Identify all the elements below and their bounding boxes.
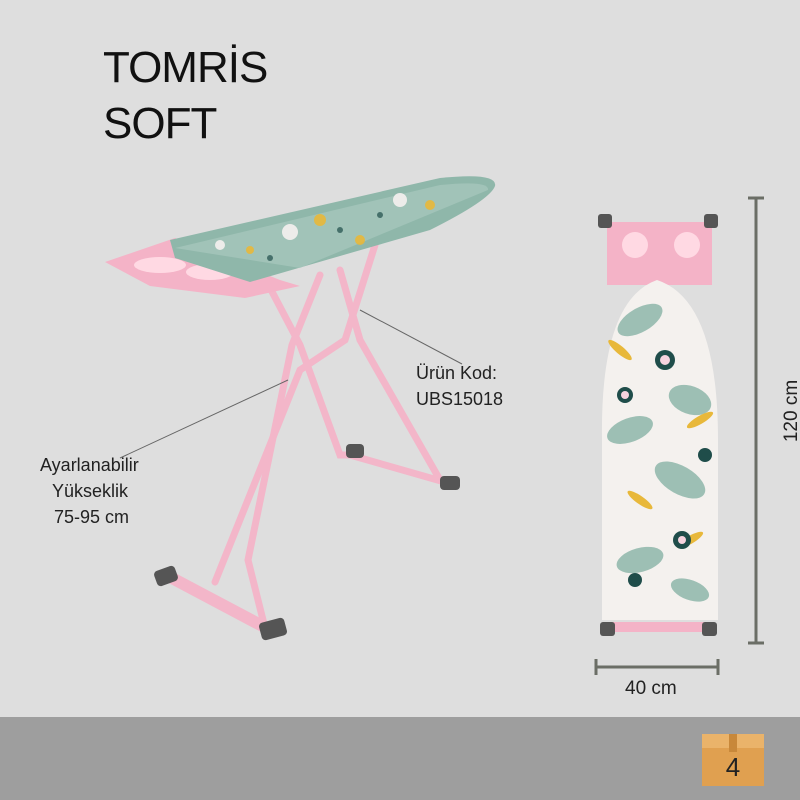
ironing-board-top-view xyxy=(598,214,718,636)
product-title-line2: SOFT xyxy=(103,99,217,148)
product-code-label: Ürün Kod: xyxy=(416,363,498,383)
adjustable-height-line2: Yükseklik xyxy=(52,481,129,501)
package-count: 4 xyxy=(725,752,741,782)
height-dimension-line xyxy=(748,196,764,645)
ironing-board-side-view xyxy=(105,176,496,641)
product-title-line1: TOMRİS xyxy=(103,43,268,92)
product-code-callout: Ürün Kod: UBS15018 xyxy=(416,360,503,412)
box-icon xyxy=(702,734,764,786)
adjustable-height-line1: Ayarlanabilir xyxy=(40,455,139,475)
product-code-value: UBS15018 xyxy=(416,389,504,409)
height-dimension-label: 120 cm xyxy=(781,379,800,443)
width-dimension-label: 40 cm xyxy=(625,678,677,699)
footer-bar xyxy=(0,717,800,800)
width-dimension-line xyxy=(594,659,720,675)
adjustable-height-callout: Ayarlanabilir Yükseklik 75-95 cm xyxy=(40,452,139,530)
adjustable-height-line3: 75-95 cm xyxy=(54,507,130,527)
product-title: TOMRİS SOFT xyxy=(103,40,268,152)
